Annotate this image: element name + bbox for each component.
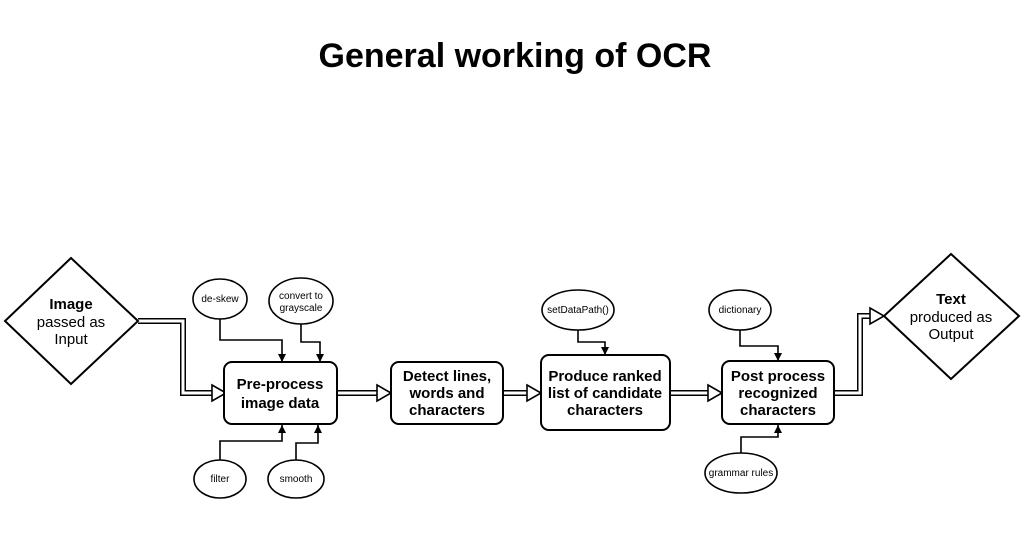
detect-label-line-3: characters	[409, 402, 485, 419]
filter-label: filter	[211, 474, 231, 485]
postprocess-label-line-1: Post process	[731, 368, 825, 385]
detect-node: Detect lines, words and characters	[390, 361, 504, 425]
preprocess-label-line-1: Pre-process	[237, 376, 324, 393]
modifier-filter: filter	[193, 459, 247, 499]
modifier-deskew: de-skew	[192, 278, 248, 320]
connector-postprocess-to-output	[834, 306, 886, 396]
input-label-line-1: passed as	[37, 314, 105, 331]
modifier-datapath: setDataPath()	[541, 289, 615, 331]
detect-label-line-2: words and	[408, 385, 484, 402]
input-diamond	[3, 256, 140, 386]
rank-label-line-1: Produce ranked	[548, 368, 661, 385]
output-diamond	[882, 252, 1021, 381]
rank-node: Produce ranked list of candidate charact…	[540, 354, 671, 431]
page-title: General working of OCR	[319, 37, 712, 75]
datapath-label: setDataPath()	[547, 305, 609, 316]
input-label-line-2: Input	[54, 331, 88, 348]
flow-connectors	[138, 306, 886, 403]
rank-label-line-3: characters	[567, 402, 643, 419]
detect-box	[390, 361, 504, 425]
connector-rank-to-postprocess	[670, 383, 724, 403]
dictionary-label: dictionary	[719, 305, 762, 316]
output-label-line-2: Output	[928, 326, 974, 343]
filter-ellipse	[193, 459, 247, 499]
postprocess-box	[721, 360, 835, 425]
input-node: Image passed as Input	[3, 256, 140, 386]
smooth-label: smooth	[280, 474, 313, 485]
connector-preprocess-to-detect	[337, 383, 393, 403]
postprocess-label-line-3: characters	[740, 402, 816, 419]
deskew-label: de-skew	[201, 294, 239, 305]
connector-smooth	[295, 425, 322, 460]
connector-datapath	[577, 330, 609, 355]
output-label-bold: Text	[936, 291, 966, 308]
preprocess-label-line-2: image data	[241, 395, 320, 412]
grammar-ellipse	[704, 452, 778, 494]
smooth-ellipse	[267, 459, 325, 499]
modifier-grammar: grammar rules	[704, 452, 778, 494]
grayscale-label-line-2: grayscale	[280, 303, 323, 314]
connector-input-to-preprocess	[138, 318, 228, 403]
preprocess-box	[223, 361, 338, 425]
connector-dictionary	[739, 330, 782, 361]
grammar-label: grammar rules	[709, 468, 773, 479]
deskew-ellipse	[192, 278, 248, 320]
connector-deskew	[219, 319, 286, 362]
modifier-connectors	[219, 319, 782, 461]
output-label-line-1: produced as	[910, 309, 993, 326]
modifier-smooth: smooth	[267, 459, 325, 499]
output-node: Text produced as Output	[882, 252, 1021, 381]
rank-label-line-2: list of candidate	[548, 385, 662, 402]
connector-grammar	[740, 425, 782, 453]
connector-detect-to-rank	[503, 383, 543, 403]
detect-label-line-1: Detect lines,	[403, 368, 491, 385]
modifier-dictionary: dictionary	[708, 289, 772, 331]
input-label-bold: Image	[49, 296, 92, 313]
grayscale-label-line-1: convert to	[279, 291, 323, 302]
postprocess-label-line-2: recognized	[738, 385, 817, 402]
dictionary-ellipse	[708, 289, 772, 331]
connector-grayscale	[300, 324, 324, 362]
grayscale-ellipse	[268, 277, 334, 325]
datapath-ellipse	[541, 289, 615, 331]
preprocess-node: Pre-process image data	[223, 361, 338, 425]
connector-filter	[219, 425, 286, 461]
postprocess-node: Post process recognized characters	[721, 360, 835, 425]
rank-box	[540, 354, 671, 431]
modifier-grayscale: convert to grayscale	[268, 277, 334, 325]
